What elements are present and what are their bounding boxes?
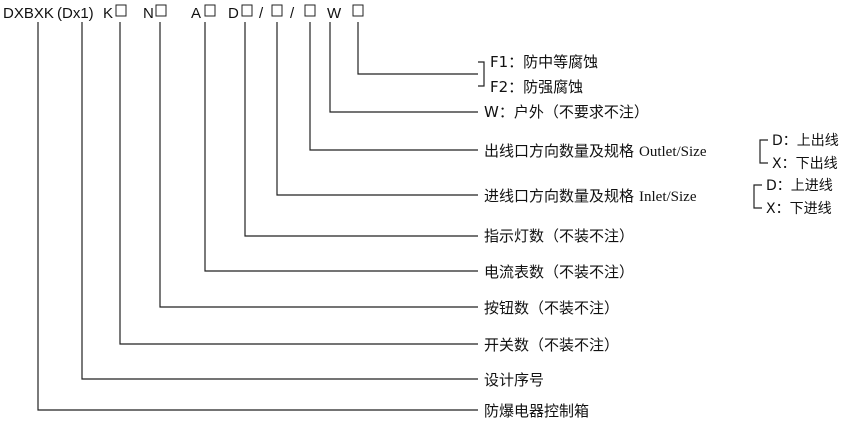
leader-lines: [37, 22, 768, 411]
label-outlet: 出线口方向数量及规格 Outlet/Size: [484, 142, 707, 160]
leader-design-number: [81, 22, 478, 380]
button-count-box: [155, 4, 167, 17]
leader-indicator: [244, 22, 478, 237]
code-indicator-letter: D: [228, 5, 239, 22]
leader-button: [159, 22, 478, 308]
switch-count-box: [115, 4, 127, 17]
code-slash-2: /: [290, 5, 295, 22]
label-outdoor: W：户外（不要求不注）: [484, 103, 649, 121]
leader-outdoor: [329, 22, 478, 113]
label-inlet: 进线口方向数量及规格 Inlet/Size: [484, 187, 697, 205]
descriptions: F1：防中等腐蚀 F2：防强腐蚀 W：户外（不要求不注） 出线口方向数量及规格 O…: [484, 53, 839, 420]
outlet-box: [304, 4, 316, 17]
label-switch: 开关数（不装不注）: [484, 336, 619, 354]
leader-product: [37, 22, 478, 411]
leader-ammeter: [204, 22, 478, 272]
label-inlet-cn: 进线口方向数量及规格: [484, 187, 634, 205]
label-button: 按钮数（不装不注）: [484, 299, 619, 317]
anticorrosion-box: [352, 4, 364, 17]
code-ammeter-letter: A: [191, 5, 201, 22]
label-indicator: 指示灯数（不装不注）: [484, 227, 634, 245]
label-outlet-d: D：上出线: [772, 133, 839, 149]
code-slash-1: /: [259, 5, 264, 22]
label-product: 防爆电器控制箱: [484, 402, 589, 420]
label-outlet-en: Outlet/Size: [639, 144, 707, 160]
label-f1: F1：防中等腐蚀: [490, 53, 598, 71]
ammeter-count-box: [204, 4, 216, 17]
label-inlet-d: D：上进线: [766, 178, 833, 194]
inlet-box: [271, 4, 283, 17]
leader-inlet: [276, 22, 478, 196]
label-outlet-x: X：下出线: [772, 156, 838, 172]
bracket-outlet: [759, 139, 768, 164]
bracket-inlet: [753, 184, 762, 209]
bracket-anticorrosion: [478, 61, 485, 87]
code-series: DXBXK: [3, 5, 54, 22]
label-inlet-x: X：下进线: [766, 201, 832, 217]
leader-anticorrosion: [357, 22, 478, 75]
label-f2: F2：防强腐蚀: [490, 78, 583, 96]
indicator-count-box: [241, 4, 253, 17]
leader-switch: [119, 22, 478, 345]
leader-outlet: [309, 22, 478, 151]
label-design-number: 设计序号: [484, 371, 544, 389]
code-button-letter: N: [143, 5, 154, 22]
code-outdoor-letter: W: [327, 5, 342, 22]
label-inlet-en: Inlet/Size: [639, 189, 697, 205]
code-switch-letter: K: [103, 5, 113, 22]
label-ammeter: 电流表数（不装不注）: [484, 263, 634, 281]
code-design-number: (Dx1): [57, 5, 94, 22]
model-code: DXBXK (Dx1) K N A D / / W: [3, 4, 364, 22]
label-outlet-cn: 出线口方向数量及规格: [484, 142, 634, 160]
